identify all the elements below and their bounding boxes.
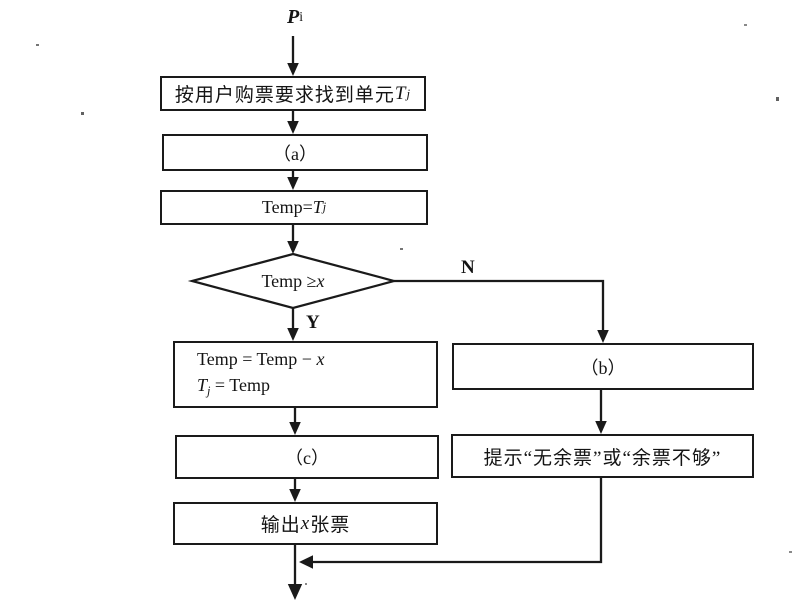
arrowhead xyxy=(287,241,299,254)
process-output: 输出 x 张票 xyxy=(173,502,438,545)
arrowhead xyxy=(595,421,607,434)
process-update-temp: Temp = Temp − x Tj = Temp xyxy=(173,341,438,408)
scan-speck xyxy=(400,248,403,250)
arrowhead-left xyxy=(299,555,313,569)
scan-speck xyxy=(305,583,307,585)
scan-speck xyxy=(81,112,84,115)
arrowhead xyxy=(287,328,299,341)
process-notice: 提示“无余票”或“余票不够” xyxy=(451,434,754,478)
arrowhead xyxy=(287,177,299,190)
edge-decision-no xyxy=(394,279,605,332)
scan-speck xyxy=(776,97,779,101)
arrowhead xyxy=(289,489,301,502)
process-step-a: （a） xyxy=(162,134,428,171)
process-notice-label: 提示“无余票”或“余票不够” xyxy=(483,447,722,469)
branch-label-no: N xyxy=(461,257,475,278)
arrowhead xyxy=(287,121,299,134)
branch-label-yes: Y xyxy=(306,312,320,333)
decision-label: Temp ≥ x xyxy=(261,270,325,291)
process-step-c: （c） xyxy=(175,435,439,479)
arrowhead xyxy=(289,422,301,435)
scan-speck xyxy=(744,24,747,26)
process-step-b-label: （b） xyxy=(580,357,626,378)
process-step-c-label: （c） xyxy=(285,448,329,468)
scan-speck xyxy=(36,44,39,46)
arrowhead xyxy=(597,330,609,343)
process-step-b: （b） xyxy=(452,343,754,390)
process-update-temp-line1: Temp = Temp − x xyxy=(197,349,325,370)
scan-speck xyxy=(789,551,792,553)
process-update-temp-line2: Tj = Temp xyxy=(197,375,270,399)
arrowhead xyxy=(287,584,303,600)
process-step-a-label: （a） xyxy=(273,143,317,164)
arrowhead xyxy=(287,63,299,76)
